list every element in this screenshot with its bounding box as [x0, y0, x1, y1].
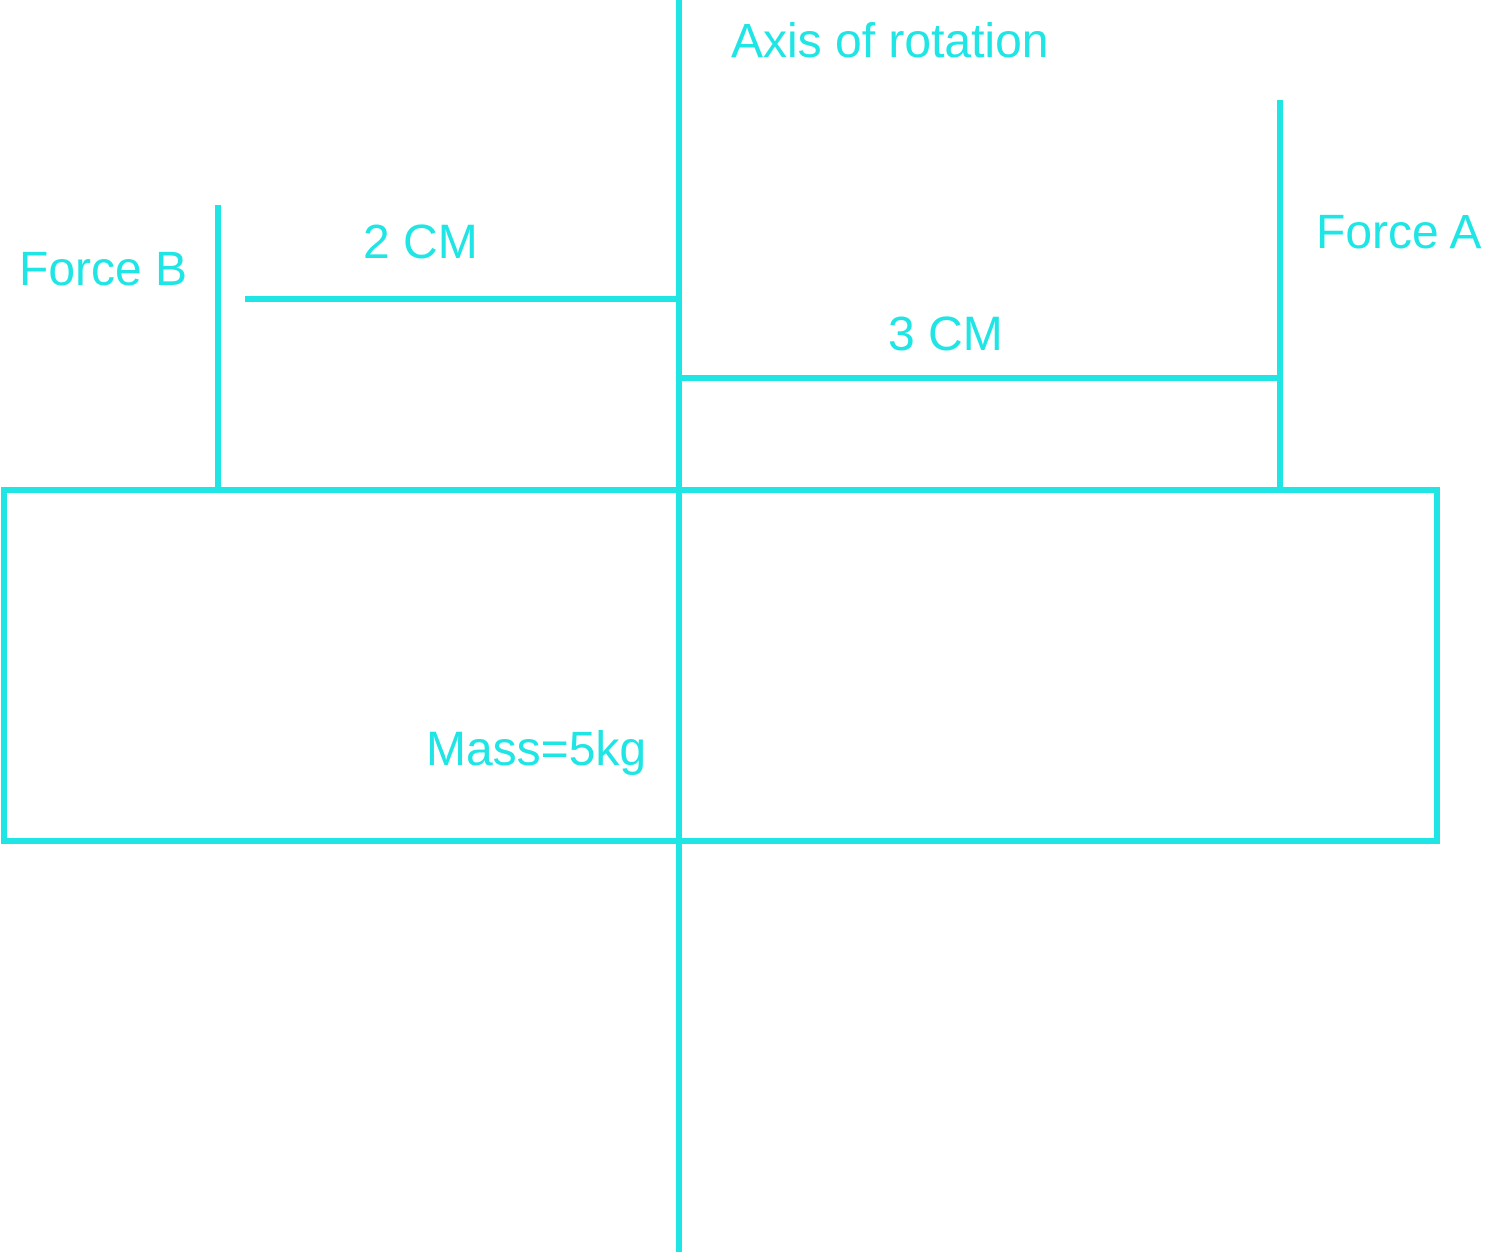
- axis-of-rotation-label: Axis of rotation: [731, 15, 1048, 68]
- distance-b-label: 2 CM: [363, 216, 478, 269]
- force-b-label: Force B: [19, 243, 187, 296]
- mass-label: Mass=5kg: [426, 723, 646, 776]
- force-a-label: Force A: [1316, 206, 1481, 259]
- mass-block: [1, 487, 1440, 844]
- distance-a-label: 3 CM: [888, 308, 1003, 361]
